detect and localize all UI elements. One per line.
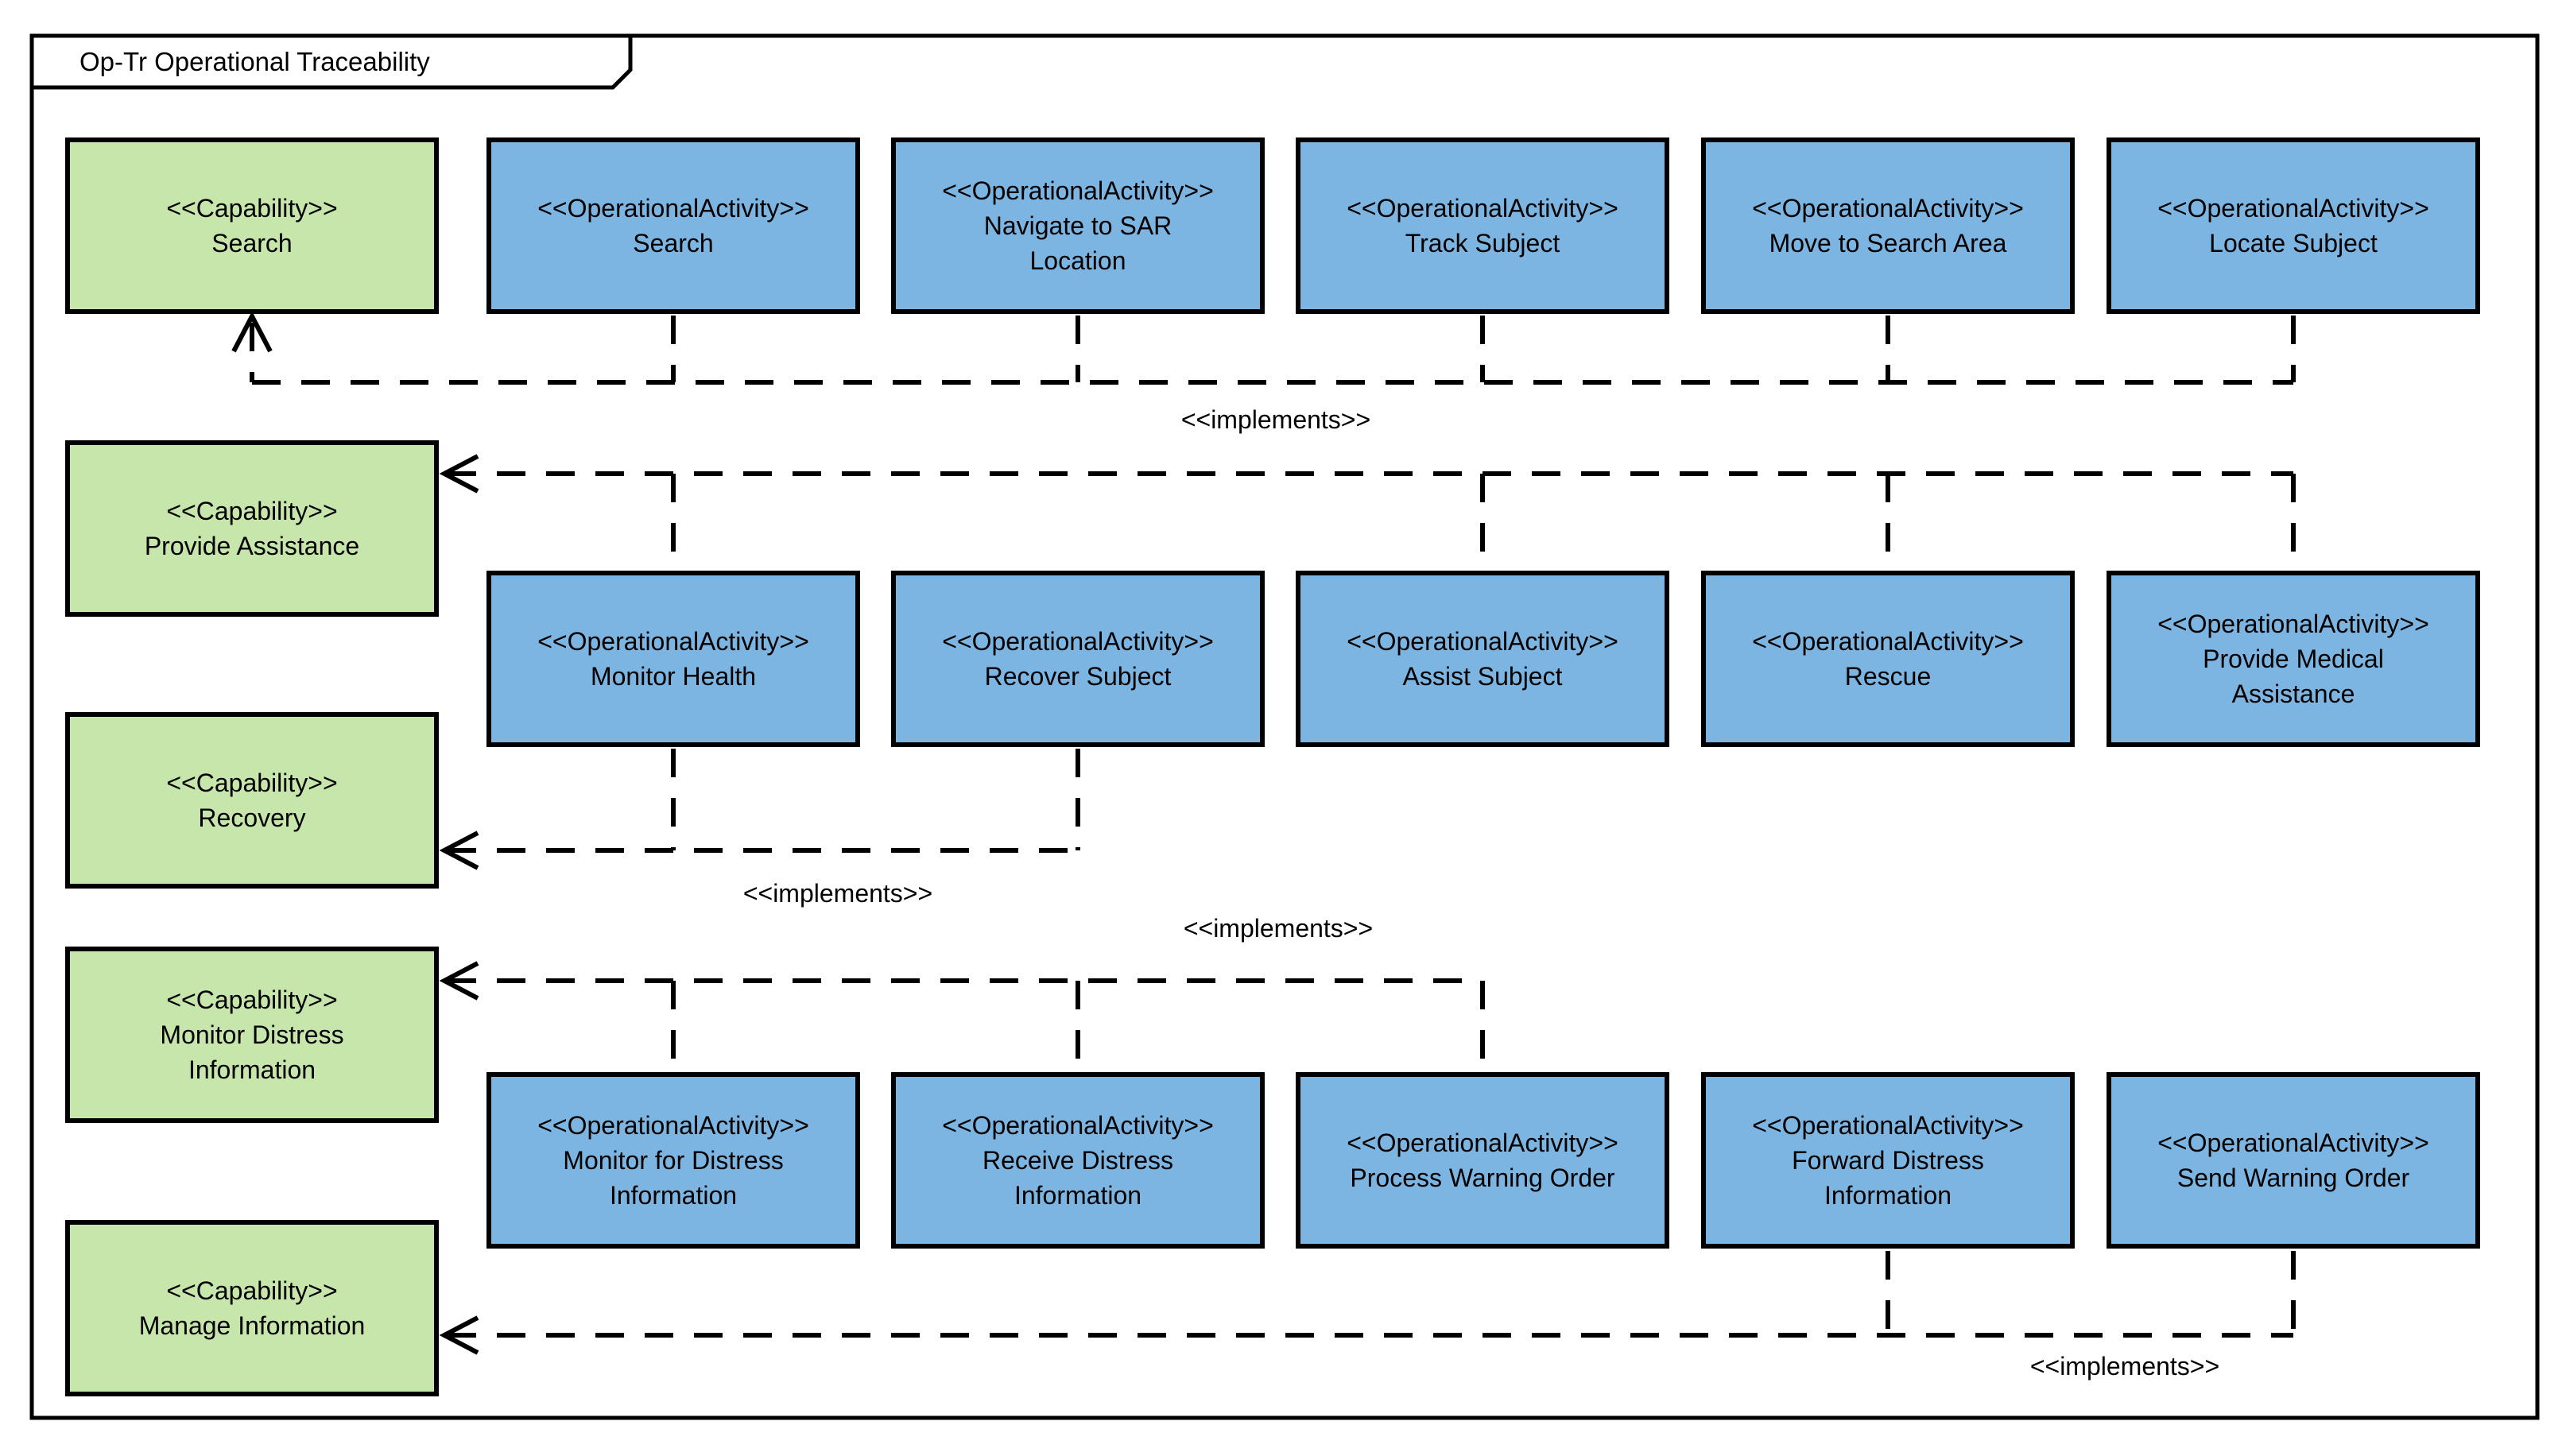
node-name: Navigate to SAR Location bbox=[983, 211, 1172, 275]
activity-node-forward-distress-information[interactable]: <<OperationalActivity>> Forward Distress… bbox=[1701, 1072, 2075, 1249]
stereotype-label: <<OperationalActivity>> bbox=[1347, 627, 1618, 656]
stereotype-label: <<OperationalActivity>> bbox=[2157, 194, 2429, 223]
node-name: Monitor Health bbox=[590, 662, 757, 691]
dependency-implements-search[interactable] bbox=[231, 311, 2296, 385]
stereotype-label: <<OperationalActivity>> bbox=[942, 176, 1214, 205]
stereotype-label: <<OperationalActivity>> bbox=[1752, 1111, 2024, 1140]
node-name: Locate Subject bbox=[2209, 229, 2378, 258]
capability-node-search[interactable]: <<Capability>> Search bbox=[65, 137, 439, 314]
stereotype-label: <<OperationalActivity>> bbox=[1347, 194, 1618, 223]
activity-node-search[interactable]: <<OperationalActivity>> Search bbox=[486, 137, 860, 314]
activity-node-track-subject[interactable]: <<OperationalActivity>> Track Subject bbox=[1296, 137, 1669, 314]
stereotype-label: <<OperationalActivity>> bbox=[1347, 1129, 1618, 1157]
activity-node-monitor-for-distress-information[interactable]: <<OperationalActivity>> Monitor for Dist… bbox=[486, 1072, 860, 1249]
stereotype-label: <<Capability>> bbox=[166, 1276, 338, 1305]
stereotype-label: <<OperationalActivity>> bbox=[2157, 1129, 2429, 1157]
node-name: Monitor Distress Information bbox=[160, 1020, 344, 1084]
diagram-frame-border bbox=[29, 33, 2540, 1420]
stereotype-label: <<OperationalActivity>> bbox=[1752, 627, 2024, 656]
node-name: Receive Distress Information bbox=[982, 1146, 1174, 1210]
activity-node-recover-subject[interactable]: <<OperationalActivity>> Recover Subject bbox=[891, 571, 1265, 747]
activity-node-receive-distress-information[interactable]: <<OperationalActivity>> Receive Distress… bbox=[891, 1072, 1265, 1249]
stereotype-label: <<Capability>> bbox=[166, 497, 338, 525]
activity-node-process-warning-order[interactable]: <<OperationalActivity>> Process Warning … bbox=[1296, 1072, 1669, 1249]
stereotype-label: <<Capability>> bbox=[166, 769, 338, 797]
activity-node-locate-subject[interactable]: <<OperationalActivity>> Locate Subject bbox=[2107, 137, 2480, 314]
implements-label-manage-information: <<implements>> bbox=[2029, 1352, 2220, 1380]
node-name: Search bbox=[633, 229, 714, 258]
dependency-implements-monitor-distress-information[interactable] bbox=[439, 961, 1485, 1070]
dependency-implements-recovery[interactable] bbox=[439, 749, 1080, 870]
implements-label-search: <<implements>> bbox=[1180, 405, 1371, 434]
node-name: Move to Search Area bbox=[1769, 229, 2007, 258]
activity-node-navigate-to-sar-location[interactable]: <<OperationalActivity>> Navigate to SAR … bbox=[891, 137, 1265, 314]
activity-node-send-warning-order[interactable]: <<OperationalActivity>> Send Warning Ord… bbox=[2107, 1072, 2480, 1249]
implements-label-monitor-distress-information: <<implements>> bbox=[1183, 914, 1374, 943]
stereotype-label: <<OperationalActivity>> bbox=[537, 194, 809, 223]
node-name: Process Warning Order bbox=[1350, 1164, 1615, 1192]
node-name: Track Subject bbox=[1405, 229, 1560, 258]
node-name: Search bbox=[211, 229, 293, 258]
node-name: Provide Assistance bbox=[144, 532, 360, 560]
node-name: Provide Medical Assistance bbox=[2203, 645, 2384, 708]
activity-node-assist-subject[interactable]: <<OperationalActivity>> Assist Subject bbox=[1296, 571, 1669, 747]
activity-node-rescue[interactable]: <<OperationalActivity>> Rescue bbox=[1701, 571, 2075, 747]
frame-title: Op-Tr Operational Traceability bbox=[79, 47, 430, 76]
capability-node-manage-information[interactable]: <<Capability>> Manage Information bbox=[65, 1220, 439, 1396]
capability-node-recovery[interactable]: <<Capability>> Recovery bbox=[65, 712, 439, 889]
node-name: Rescue bbox=[1844, 662, 1932, 691]
stereotype-label: <<OperationalActivity>> bbox=[537, 1111, 809, 1140]
stereotype-label: <<Capability>> bbox=[166, 194, 338, 223]
stereotype-label: <<OperationalActivity>> bbox=[942, 1111, 1214, 1140]
implements-label-recovery: <<implements>> bbox=[742, 879, 933, 908]
dependency-implements-provide-assistance[interactable] bbox=[439, 454, 2296, 568]
node-name: Recovery bbox=[198, 804, 306, 832]
activity-node-monitor-health[interactable]: <<OperationalActivity>> Monitor Health bbox=[486, 571, 860, 747]
node-name: Forward Distress Information bbox=[1792, 1146, 1984, 1210]
capability-node-monitor-distress-information[interactable]: <<Capability>> Monitor Distress Informat… bbox=[65, 947, 439, 1123]
node-name: Send Warning Order bbox=[2176, 1164, 2410, 1192]
stereotype-label: <<OperationalActivity>> bbox=[2157, 610, 2429, 638]
capability-node-provide-assistance[interactable]: <<Capability>> Provide Assistance bbox=[65, 440, 439, 617]
node-name: Monitor for Distress Information bbox=[563, 1146, 784, 1210]
node-name: Manage Information bbox=[138, 1311, 366, 1340]
stereotype-label: <<Capability>> bbox=[166, 986, 338, 1014]
stereotype-label: <<OperationalActivity>> bbox=[537, 627, 809, 656]
frame-title-tab bbox=[29, 33, 633, 90]
dependency-implements-manage-information[interactable] bbox=[439, 1251, 2296, 1355]
node-name: Recover Subject bbox=[984, 662, 1172, 691]
activity-node-provide-medical-assistance[interactable]: <<OperationalActivity>> Provide Medical … bbox=[2107, 571, 2480, 747]
node-name: Assist Subject bbox=[1402, 662, 1563, 691]
stereotype-label: <<OperationalActivity>> bbox=[942, 627, 1214, 656]
stereotype-label: <<OperationalActivity>> bbox=[1752, 194, 2024, 223]
activity-node-move-to-search-area[interactable]: <<OperationalActivity>> Move to Search A… bbox=[1701, 137, 2075, 314]
